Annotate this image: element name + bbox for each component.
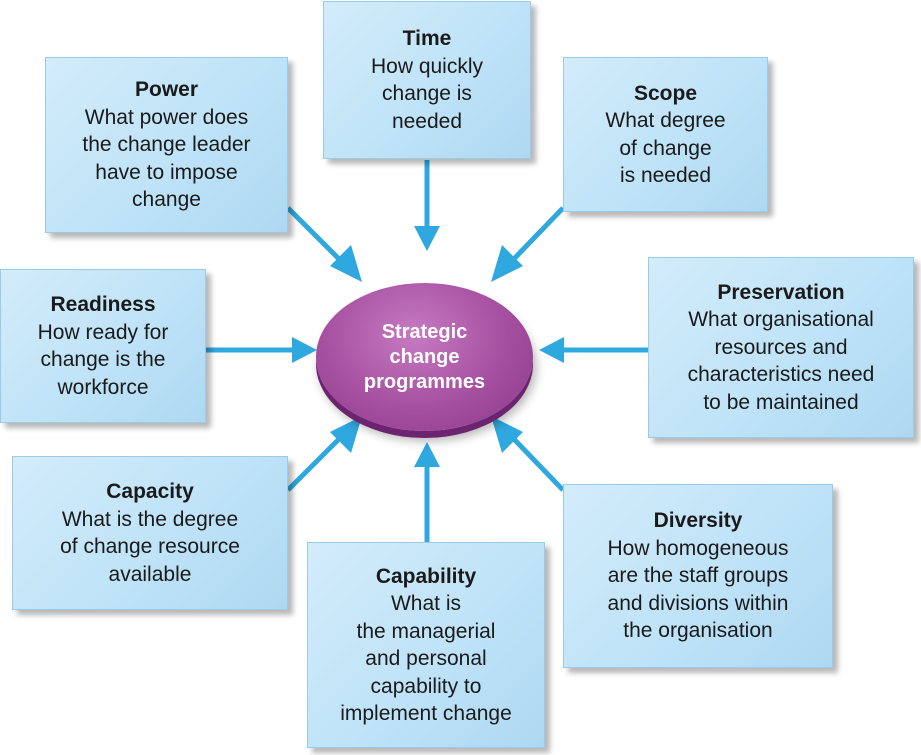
factor-description: What organisational resources and charac… [687,308,875,414]
factor-title: Power [134,78,199,102]
arrow-power [286,206,345,265]
factor-title: Capability [375,564,477,588]
factor-description: What is the managerial and personal capa… [340,592,512,725]
factor-capability: Capability What is the managerial and pe… [307,542,545,748]
factor-title: Preservation [717,280,845,304]
arrowhead-capacity [330,416,362,453]
arrowhead-preservation [539,337,564,363]
factor-description: How homogeneous are the staff groups and… [607,536,789,643]
arrowhead-power [330,245,362,282]
factor-description: What is the degree of change resource av… [60,507,240,586]
arrow-scope [508,206,565,265]
arrow-diversity [508,433,565,492]
factor-preservation: Preservation What organisational resourc… [648,257,914,438]
factor-title: Scope [633,81,698,105]
factor-description: What power does the change leader have t… [82,105,251,212]
factor-time: Time How quickly change is needed [323,1,531,159]
arrowhead-diversity [491,416,523,453]
arrowhead-capability [414,442,440,467]
factor-readiness: Readiness How ready for change is the wo… [0,269,206,423]
factor-title: Time [402,27,452,50]
factor-title: Readiness [50,293,156,316]
factor-description: What degree of change is needed [605,109,726,187]
factor-capacity: Capacity What is the degree of change re… [12,456,288,610]
factor-scope: Scope What degree of change is needed [563,57,768,212]
arrowhead-readiness [292,337,317,363]
factor-power: Power What power does the change leader … [45,57,288,233]
arrow-capacity [286,433,345,492]
arrowhead-scope [491,245,523,282]
factor-title: Diversity [653,509,743,533]
factor-title: Capacity [106,480,194,503]
factor-description: How quickly change is needed [370,54,484,133]
central-hub: Strategic change programmes [316,283,533,431]
arrowhead-time [414,226,440,251]
factor-diversity: Diversity How homogeneous are the staff … [563,484,833,668]
factor-description: How ready for change is the workforce [37,320,169,399]
